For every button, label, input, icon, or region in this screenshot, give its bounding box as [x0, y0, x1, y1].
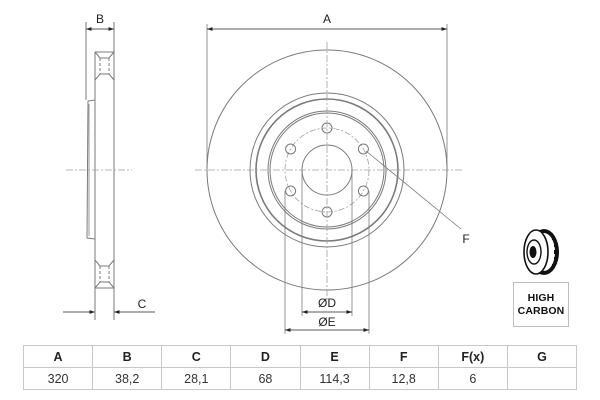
- spec-header-row: A B C D E F F(x) G: [22, 345, 578, 368]
- badge-line1: HIGH: [527, 291, 555, 304]
- dim-e-label: ØE: [318, 315, 335, 329]
- value-g: [506, 367, 578, 390]
- dimension-d: ØD: [302, 296, 352, 314]
- header-g: G: [506, 345, 578, 368]
- header-a: A: [22, 345, 94, 368]
- header-f: F: [368, 345, 439, 368]
- header-fx: F(x): [437, 345, 508, 368]
- dimension-c: C: [63, 297, 155, 314]
- header-b: B: [92, 345, 163, 368]
- dim-c-label: C: [138, 297, 147, 311]
- value-a: 320: [22, 367, 94, 390]
- header-e: E: [299, 345, 370, 368]
- value-fx: 6: [437, 367, 508, 390]
- value-b: 38,2: [92, 367, 163, 390]
- dim-d-label: ØD: [318, 296, 336, 310]
- extension-lines-d-e: [284, 170, 370, 334]
- brake-disc-icon: [523, 229, 559, 275]
- header-c: C: [161, 345, 232, 368]
- dim-a-label: A: [323, 12, 331, 26]
- leader-f-label: F: [462, 232, 469, 246]
- badge-line2: CARBON: [517, 304, 565, 317]
- leader-f: F: [365, 150, 470, 246]
- value-c: 28,1: [161, 367, 232, 390]
- value-e: 114,3: [299, 367, 370, 390]
- front-center-lines: [195, 42, 462, 300]
- value-d: 68: [230, 367, 301, 390]
- dim-b-label: B: [96, 12, 104, 26]
- spec-table: A B C D E F F(x) G 320 38,2 28,1 68 114,…: [22, 345, 578, 390]
- dimension-b: B: [86, 12, 114, 31]
- high-carbon-badge: HIGH CARBON: [513, 282, 569, 327]
- value-f: 12,8: [368, 367, 439, 390]
- dimension-e: ØE: [285, 315, 369, 332]
- side-view: [85, 22, 115, 320]
- header-d: D: [230, 345, 301, 368]
- dimension-a: A: [206, 12, 448, 170]
- spec-value-row: 320 38,2 28,1 68 114,3 12,8 6: [22, 367, 578, 390]
